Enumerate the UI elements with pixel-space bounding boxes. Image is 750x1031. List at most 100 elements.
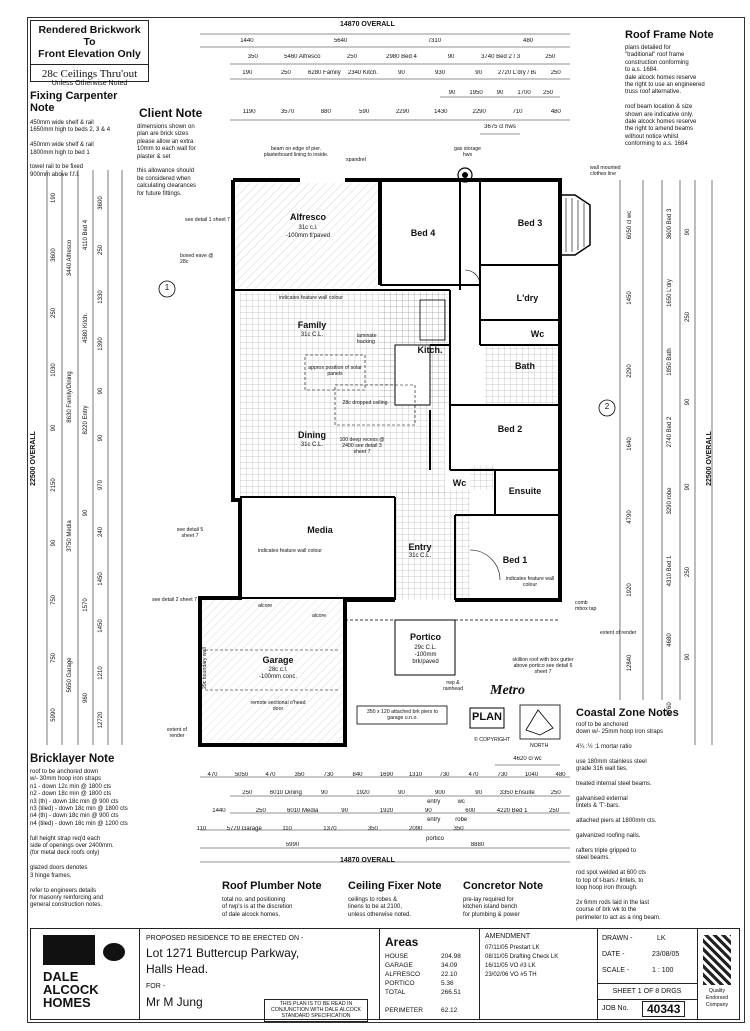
label-feature-wall-2: indicates feature wall colour <box>257 548 322 554</box>
bricklayer-line: n3 (th) - down 18c min @ 900 cts <box>30 798 119 805</box>
kangaroo-icon <box>103 943 125 961</box>
metro-logo-text: Metro <box>490 683 525 698</box>
fixing-carpenter-line: 1650mm high to beds 2, 3 & 4 <box>30 127 111 134</box>
area-value: 204.98 <box>441 953 461 960</box>
bottom-dim: 1920 <box>356 790 370 796</box>
top-dim: 90 <box>475 70 482 76</box>
bottom-dim: 90 <box>321 790 328 796</box>
left-dim: 3600 <box>51 248 57 262</box>
roof-plumber-line: total no. and positioning <box>222 897 286 903</box>
quality-text-1: Quality <box>708 988 726 994</box>
top-dim: 3570 <box>280 109 295 115</box>
grid-bubble-1: 1 <box>164 283 170 292</box>
area-name: PORTICO <box>385 980 415 987</box>
roof-frame-line: dale alcock homes reserve <box>625 74 697 81</box>
room-portico-sub1: 29c C.L. <box>414 645 437 651</box>
copyright-label: © COPYRIGHT <box>474 737 511 743</box>
bricklayer-line: w/- 30mm hoop iron straps <box>30 776 102 783</box>
coastal-line <box>576 774 736 781</box>
client-note-title: Client Note <box>139 106 203 120</box>
label-dropped: 28c dropped ceiling <box>342 400 388 406</box>
client-note-line: be considered when <box>137 175 191 182</box>
lot-address: Lot 1271 Buttercup Parkway, <box>146 946 300 960</box>
bottom-dim: 90 <box>341 808 348 814</box>
left-dim: 190 <box>51 192 57 203</box>
left-dim: 750 <box>51 595 57 606</box>
top-dim: 480 <box>550 109 561 115</box>
room-dining: Dining <box>298 430 326 440</box>
ceiling-note: 28c Ceilings Thru'out <box>41 68 138 80</box>
bricklayer-line <box>30 828 195 835</box>
top-dim: 2980 Bed 4 <box>386 54 417 60</box>
coastal-line: galvanised external <box>576 796 628 803</box>
bottom-dim: 250 <box>242 790 253 796</box>
grid-bubble-2: 2 <box>604 402 610 411</box>
company-name-1: DALE <box>43 969 79 984</box>
label-boundary-wall: 29c boundary wall <box>201 647 208 690</box>
suburb: Halls Head. <box>146 962 209 976</box>
company-logo: DALE ALCOCK HOMES <box>31 929 140 1019</box>
room-entry-sub: 31c C.L. <box>408 553 432 559</box>
roof-frame-line: "traditional" roof frame <box>625 52 685 59</box>
room-bed1: Bed 1 <box>502 555 528 565</box>
bottom-dim: 5770 Garage <box>226 826 262 832</box>
roof-plumber-note: Roof Plumber Note total no. and position… <box>222 880 332 919</box>
room-bed3: Bed 3 <box>517 218 543 228</box>
coastal-line: galvanized roofing nails. <box>576 833 641 840</box>
bottom-dim: 350 <box>453 826 464 832</box>
fixing-carpenter-line: 450mm wide shelf & rail <box>30 142 94 149</box>
client-note-line: plaster & set <box>137 153 171 160</box>
overall-top: 14870 OVERALL <box>340 21 395 28</box>
drawn-value: LK <box>657 935 666 942</box>
bottom-dim: 110 <box>196 826 207 832</box>
drawn-label: DRAWN - <box>602 935 633 942</box>
left-dim: 4580 Kitch. <box>83 312 89 343</box>
label-feature-wall-3: indicates feature wall colour <box>505 576 555 589</box>
bottom-dim: 840 <box>352 772 363 778</box>
top-dim: 250 <box>542 90 553 96</box>
top-dim: 710 <box>512 109 523 115</box>
render-note-line2: Front Elevation Only <box>38 48 141 60</box>
quality-badge: Quality Endorsed Company <box>699 935 735 1015</box>
date-value: 23/08/05 <box>652 951 680 958</box>
bricklayer-title: Bricklayer Note <box>30 753 115 765</box>
bottom-dim: 3350 Ensuite <box>499 790 535 796</box>
top-dim: 90 <box>447 54 455 60</box>
flag-icon <box>43 935 95 965</box>
room-garage: Garage <box>262 655 294 665</box>
title-block: DALE ALCOCK HOMES PROPOSED RESIDENCE TO … <box>30 928 740 1022</box>
top-dim: 90 <box>398 70 405 76</box>
left-dim: 5650 Garage <box>67 657 73 693</box>
top-dim: 250 <box>280 70 291 76</box>
bottom-dim: 90 <box>475 790 482 796</box>
bottom-dim: 730 <box>323 772 334 778</box>
top-dim: 2290 <box>472 109 486 115</box>
internal-walls <box>233 180 560 600</box>
right-dim: 90 <box>685 653 691 660</box>
bricklayer-line: refer to engineers details <box>30 887 97 894</box>
coastal-line: to top of t-bars / lintels, to <box>576 877 644 884</box>
roof-plumber-title: Roof Plumber Note <box>222 880 322 892</box>
label-feature-wall-1: indicates feature wall colour <box>278 295 343 301</box>
top-dim: 7310 <box>427 38 442 44</box>
roof-frame-note: Roof Frame Note plans detailed for"tradi… <box>625 29 737 149</box>
bricklayer-line <box>30 858 195 865</box>
bottom-dim: 730 <box>439 772 450 778</box>
coastal-title: Coastal Zone Notes <box>576 707 679 719</box>
left-dim: 8630 Family/Dining <box>67 371 73 423</box>
right-dim: 4680 <box>667 633 673 647</box>
label-boxed-eave: boxed eave @ 28c <box>180 253 214 266</box>
coastal-line: treated internal steel beams. <box>576 781 652 788</box>
coastal-line: use 180mm stainless steel <box>576 759 647 766</box>
top-dim: 3675 cl hws <box>484 124 516 130</box>
right-dim: 3290 robe <box>667 487 673 515</box>
label-gas-storage: gas storage hws <box>453 146 482 159</box>
room-family-sub: 31c C.L. <box>300 332 324 338</box>
ceiling-fixer-line: unless otherwise noted. <box>348 911 412 918</box>
area-name: ALFRESCO <box>385 971 421 978</box>
room-entry: Entry <box>408 542 432 552</box>
concretor-line: pre-lay required for <box>463 897 514 903</box>
top-dim: 2340 Kitch. <box>347 70 378 76</box>
